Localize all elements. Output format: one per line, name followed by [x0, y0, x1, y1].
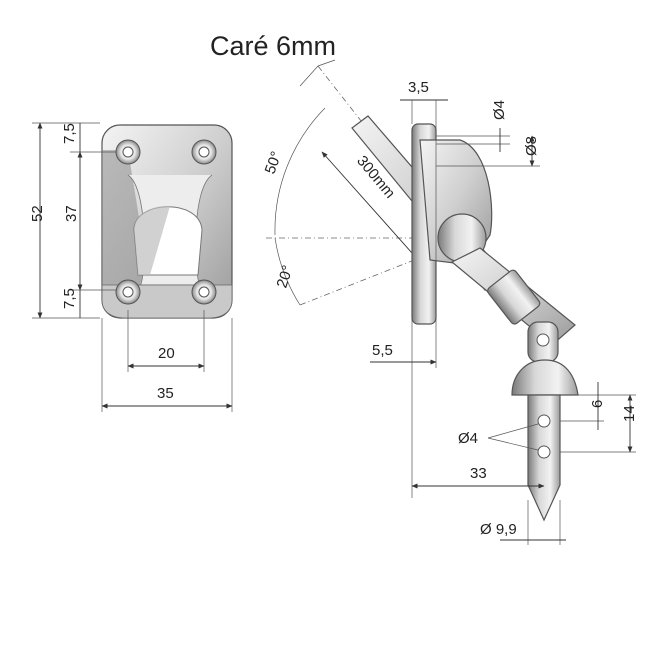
- dim-label-35: 35: [157, 385, 174, 402]
- dim-line-300mm: [321, 151, 421, 263]
- pin-hole-lower: [537, 445, 551, 459]
- dim-label-d8: Ø8: [523, 136, 540, 156]
- screw-hole-bottom-left: [115, 279, 141, 305]
- dim-label-3-5: 3,5: [408, 79, 429, 96]
- cutout-shade: [134, 205, 170, 275]
- dim-label-20: 20: [158, 345, 175, 362]
- angle-label-50: 50°: [262, 149, 286, 176]
- dim-label-pin-holes: Ø4: [458, 430, 478, 447]
- dim-label-6: 6: [589, 400, 606, 408]
- dim-label-tip: Ø 9,9: [480, 521, 517, 538]
- screw-hole-top-left: [115, 139, 141, 165]
- dim-label-7-5-bottom: 7,5: [61, 288, 78, 309]
- dim-label-52: 52: [29, 205, 46, 222]
- dim-label-14: 14: [621, 405, 638, 422]
- pin-holder-hole: [536, 333, 550, 347]
- angle-arc-20: [274, 237, 301, 306]
- dim-label-7-5-top: 7,5: [61, 123, 78, 144]
- rod-axis-line: [317, 65, 471, 261]
- screw-hole-bottom-right: [191, 279, 217, 305]
- angle-label-20: 20°: [274, 263, 297, 290]
- screw-hole-top-right: [191, 139, 217, 165]
- pin-collar: [511, 359, 579, 396]
- angle-arc-50: [274, 107, 326, 236]
- dim-label-33: 33: [470, 465, 487, 482]
- dim-label-37: 37: [63, 205, 80, 222]
- drawing-title: Caré 6mm: [210, 31, 336, 61]
- universal-joint: [487, 269, 541, 325]
- dim-label-5-5: 5,5: [372, 342, 393, 359]
- dim-label-d4-top: Ø4: [491, 100, 508, 120]
- pin-hole-upper: [537, 414, 551, 428]
- front-view: 52 37 7,5 7,5 20 35: [29, 122, 233, 412]
- side-view: 50° 20° 300mm 3,5: [262, 59, 638, 545]
